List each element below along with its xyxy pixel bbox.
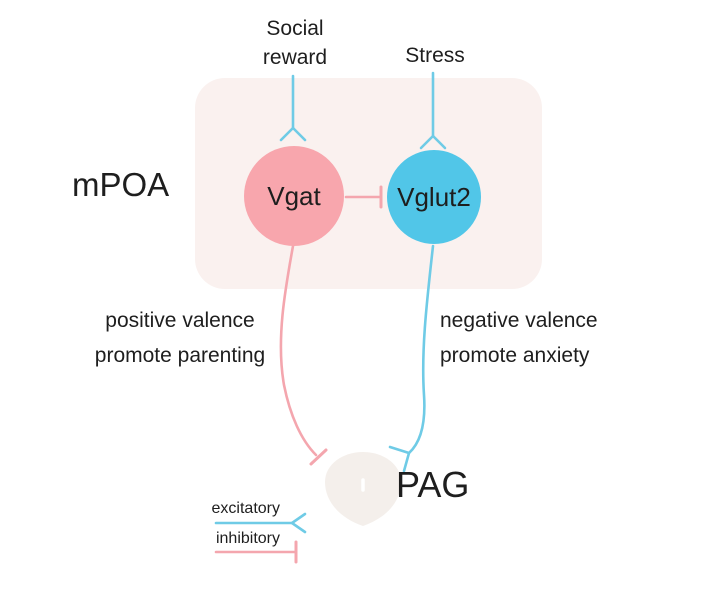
vglut2-to-pag-axon bbox=[407, 244, 435, 455]
vglut2-pag-synapse-icon bbox=[388, 445, 411, 473]
left-pathway-annotation: positive valence promote parenting bbox=[80, 303, 280, 373]
inhibitory-pathways bbox=[214, 185, 383, 564]
social-reward-synapse-icon bbox=[279, 126, 307, 142]
vglut2-neuron-circle bbox=[387, 150, 481, 244]
stress-label: Stress bbox=[405, 44, 465, 67]
positive-valence-text: positive valence bbox=[105, 309, 255, 332]
mpoa-region-label: mPOA bbox=[72, 166, 170, 203]
excitatory-pathways bbox=[214, 71, 447, 534]
vgat-node-label: Vgat bbox=[267, 181, 321, 211]
pag-region-label: PAG bbox=[396, 464, 470, 505]
legend-inhibitory-label: inhibitory bbox=[215, 530, 280, 547]
stress-synapse-icon bbox=[419, 134, 447, 150]
negative-valence-text: negative valence bbox=[440, 309, 598, 332]
promote-anxiety-text: promote anxiety bbox=[440, 344, 590, 367]
right-pathway-annotation: negative valence promote anxiety bbox=[440, 303, 640, 373]
social-reward-label: Social reward bbox=[262, 17, 328, 69]
vglut2-node-label: Vglut2 bbox=[397, 182, 471, 212]
legend-excitatory-label: excitatory bbox=[211, 500, 280, 517]
promote-parenting-text: promote parenting bbox=[94, 344, 266, 367]
vgat-pag-inhibitory-bar-icon bbox=[309, 448, 328, 466]
legend-excitatory-synapse-icon bbox=[290, 512, 307, 534]
vgat-neuron-circle bbox=[244, 146, 344, 246]
vgat-to-pag-axon bbox=[279, 244, 318, 457]
